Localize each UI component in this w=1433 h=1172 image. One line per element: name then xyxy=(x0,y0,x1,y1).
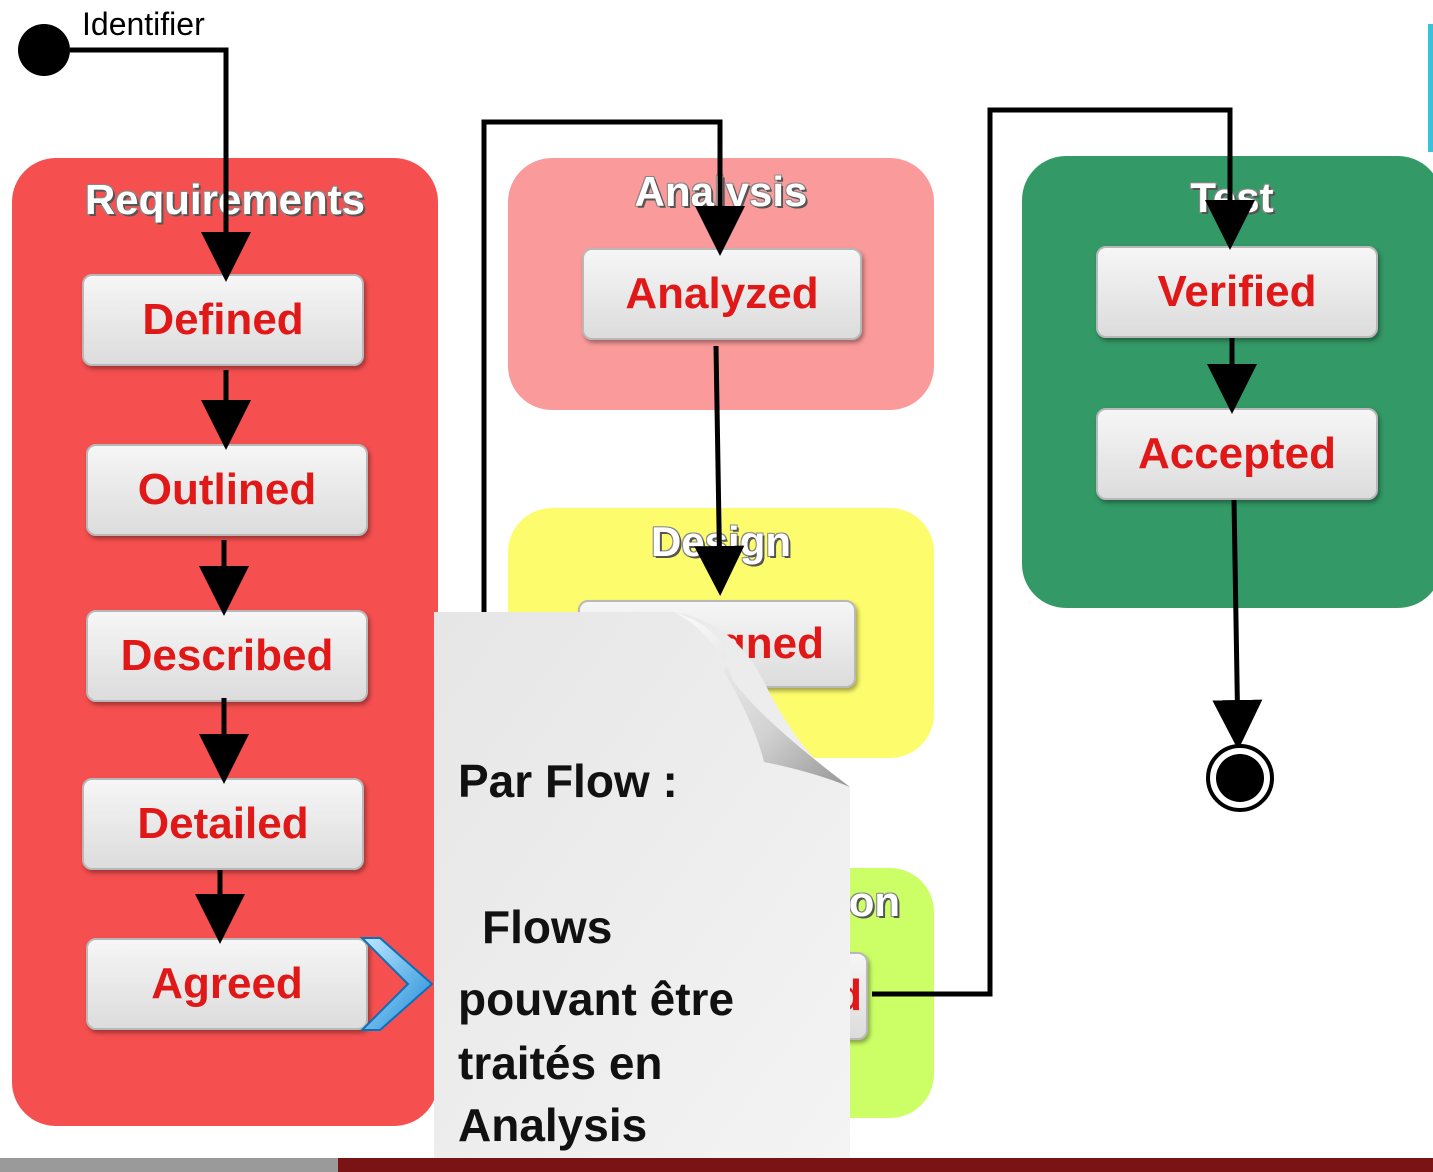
initial-node xyxy=(18,24,70,76)
teal-edge-decoration xyxy=(1428,24,1433,152)
note-line2: Flows xyxy=(482,901,613,953)
implementation-title: on xyxy=(848,878,900,925)
state-outlined[interactable]: Outlined xyxy=(86,444,368,536)
note-document xyxy=(434,612,850,1172)
state-defined[interactable]: Defined xyxy=(82,274,364,366)
state-described[interactable]: Described xyxy=(86,610,368,702)
final-node-inner xyxy=(1216,754,1264,802)
chevron-right-icon xyxy=(359,937,434,1031)
initial-label: Identifier xyxy=(82,6,205,42)
state-accepted[interactable]: Accepted xyxy=(1096,408,1378,500)
footer-band xyxy=(0,1158,1433,1172)
arrow-implemented-verified xyxy=(872,107,1255,997)
arrow-to-analyzed xyxy=(481,119,745,612)
state-detailed[interactable]: Detailed xyxy=(82,778,364,870)
note-line4: traités en xyxy=(458,1037,663,1089)
arrow-analyzed-designed xyxy=(694,345,745,596)
state-agreed[interactable]: Agreed xyxy=(86,938,368,1030)
state-analyzed[interactable]: Analyzed xyxy=(582,248,862,340)
note-line5: Analysis xyxy=(458,1099,648,1151)
arrow-identifier-defined xyxy=(70,47,251,282)
note-line1: Par Flow : xyxy=(458,755,678,807)
arrow-accepted-final xyxy=(1212,499,1263,750)
note-line3: pouvant être xyxy=(458,973,735,1025)
footer-band-left xyxy=(0,1158,338,1172)
